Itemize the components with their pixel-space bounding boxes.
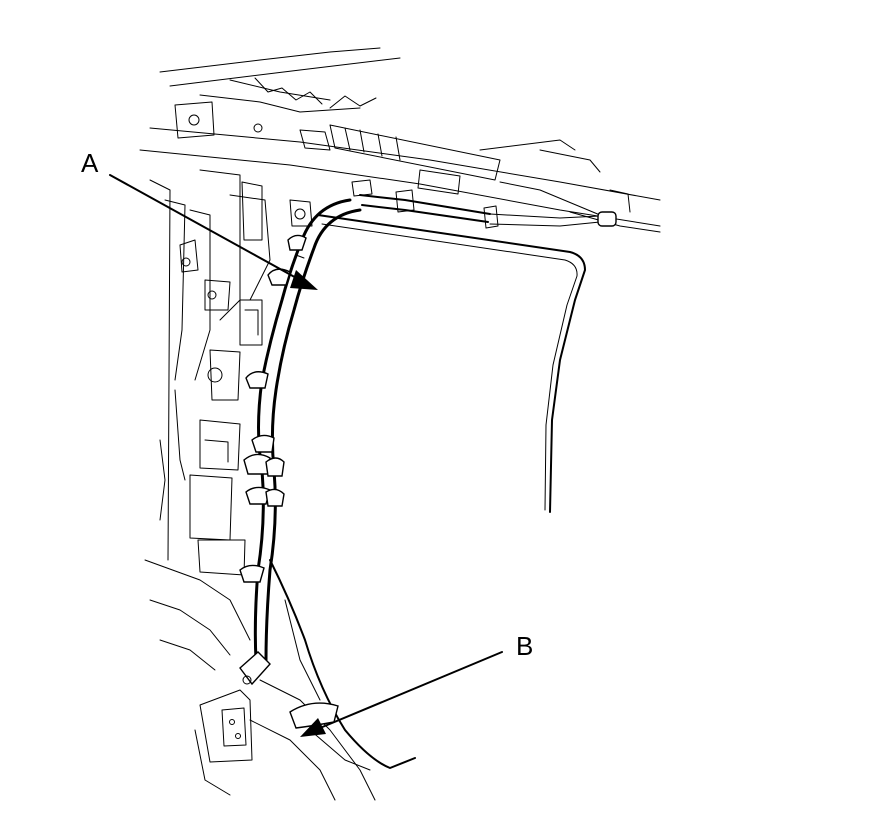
roof-rail-structure: [139, 47, 661, 233]
lower-trim-structure: [194, 679, 376, 801]
quarter-window-opening: [317, 214, 586, 513]
callout-label-b: B: [516, 631, 534, 661]
curtain-airbag-tube: [239, 198, 362, 686]
callout-a-leader: [109, 174, 318, 290]
lower-tether: [269, 559, 416, 769]
callout-b-leader: [300, 651, 503, 737]
callout-label-a: A: [81, 148, 99, 178]
inflator-connector: [351, 179, 617, 229]
